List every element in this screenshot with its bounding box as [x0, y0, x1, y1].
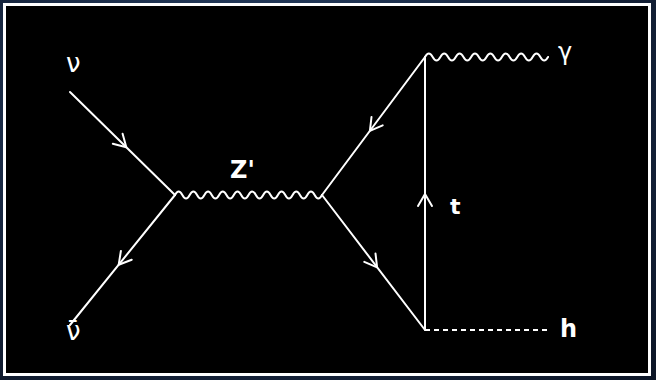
particle-label: ν̄	[66, 318, 81, 344]
particle-label: γ	[558, 40, 572, 64]
fermion-arrow	[418, 194, 432, 206]
fermion-arrow	[119, 251, 132, 265]
higgs-line	[425, 329, 548, 331]
particle-label: h	[560, 317, 577, 341]
fermion-arrow	[113, 134, 127, 147]
fermion-line	[70, 92, 175, 195]
particle-label: ν	[66, 50, 81, 76]
boson-wave	[175, 192, 322, 199]
boson-label: Z'	[230, 158, 255, 182]
quark-label: t	[450, 196, 461, 218]
fermion-arrow	[370, 117, 383, 131]
fermion-arrow	[364, 254, 377, 268]
fermion-line	[322, 57, 425, 195]
photon-wave	[425, 54, 548, 61]
fermion-line	[70, 195, 175, 325]
fermion-line	[322, 195, 425, 330]
